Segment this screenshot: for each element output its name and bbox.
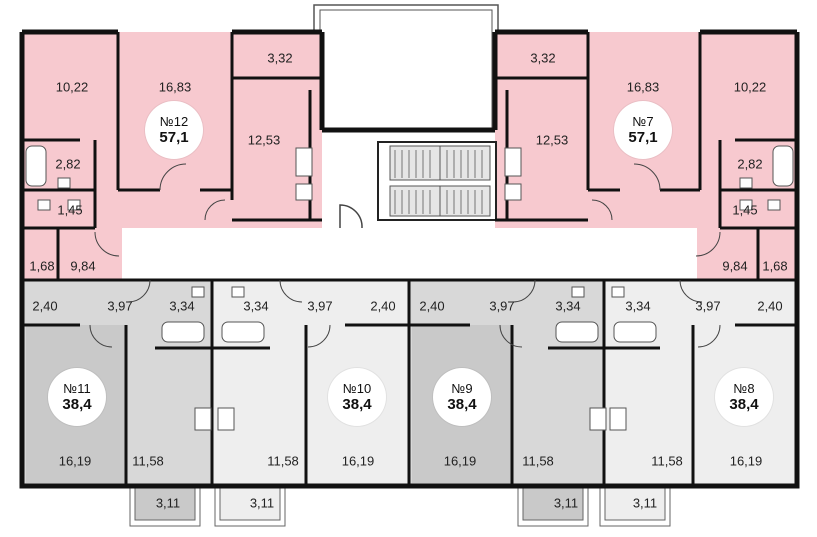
apartment-badge-7[interactable]: №7 57,1 bbox=[614, 101, 672, 159]
apartment-number: №7 bbox=[632, 114, 654, 129]
room-area-label: 3,34 bbox=[625, 298, 651, 314]
apartment-total-area: 57,1 bbox=[628, 129, 658, 146]
apartment-badge-11[interactable]: №11 38,4 bbox=[48, 368, 106, 426]
room-area-label: 10,22 bbox=[733, 79, 767, 95]
apartment-total-area: 57,1 bbox=[159, 129, 189, 146]
room-area-label: 16,83 bbox=[626, 79, 660, 95]
room-area-label: 11,58 bbox=[651, 453, 683, 469]
apartment-number: №8 bbox=[733, 381, 755, 396]
room-area-label: 16,19 bbox=[58, 453, 92, 469]
room-area-label: 3,32 bbox=[530, 50, 556, 66]
room-area-label: 1,68 bbox=[29, 258, 55, 274]
room-area-label: 10,22 bbox=[55, 79, 89, 95]
room-area-label: 16,19 bbox=[341, 453, 375, 469]
apartment-number: №11 bbox=[63, 381, 91, 396]
apartment-total-area: 38,4 bbox=[62, 396, 92, 413]
room-area-label: 3,11 bbox=[553, 495, 579, 511]
corridor bbox=[122, 228, 697, 280]
room-area-label: 3,32 bbox=[267, 50, 293, 66]
room-area-label: 3,97 bbox=[489, 298, 515, 314]
sink-icons bbox=[37, 177, 781, 298]
room-area-label: 1,68 bbox=[762, 258, 788, 274]
apartment-total-area: 38,4 bbox=[342, 396, 372, 413]
bathtub-icons bbox=[25, 145, 794, 343]
room-area-label: 12,53 bbox=[535, 132, 569, 148]
room-area-label: 11,58 bbox=[522, 453, 554, 469]
room-area-label: 11,58 bbox=[132, 453, 164, 469]
apartment-number: №10 bbox=[342, 381, 372, 396]
room-area-label: 2,82 bbox=[737, 156, 763, 172]
apartment-9-area bbox=[409, 280, 604, 521]
room-area-label: 3,97 bbox=[695, 298, 721, 314]
room-area-label: 11,58 bbox=[267, 453, 299, 469]
apartment-badge-9[interactable]: №9 38,4 bbox=[433, 368, 491, 426]
stove-icons bbox=[194, 147, 627, 431]
room-area-label: 1,45 bbox=[732, 202, 758, 218]
room-area-label: 9,84 bbox=[722, 258, 748, 274]
room-area-label: 2,40 bbox=[370, 298, 396, 314]
room-area-label: 16,83 bbox=[158, 79, 192, 95]
room-area-label: 2,40 bbox=[757, 298, 783, 314]
room-area-label: 16,19 bbox=[443, 453, 477, 469]
apartment-badge-10[interactable]: №10 38,4 bbox=[328, 368, 386, 426]
room-area-label: 3,11 bbox=[249, 495, 275, 511]
room-area-label: 3,11 bbox=[632, 495, 658, 511]
room-area-label: 16,19 bbox=[729, 453, 763, 469]
room-area-label: 3,97 bbox=[307, 298, 333, 314]
room-area-label: 3,34 bbox=[243, 298, 269, 314]
door-swings bbox=[89, 163, 721, 348]
apartment-total-area: 38,4 bbox=[447, 396, 477, 413]
apartment-total-area: 38,4 bbox=[729, 396, 759, 413]
room-area-label: 12,53 bbox=[247, 132, 281, 148]
room-area-label: 3,11 bbox=[155, 495, 181, 511]
room-area-label: 1,45 bbox=[57, 202, 83, 218]
room-area-label: 9,84 bbox=[70, 258, 96, 274]
room-area-label: 2,40 bbox=[419, 298, 445, 314]
room-area-label: 2,40 bbox=[32, 298, 58, 314]
stair-core bbox=[322, 130, 497, 229]
apartment-number: №9 bbox=[451, 381, 473, 396]
room-area-label: 3,34 bbox=[169, 298, 195, 314]
interior-walls bbox=[22, 32, 797, 486]
room-area-label: 3,97 bbox=[107, 298, 133, 314]
apartment-number: №12 bbox=[159, 114, 189, 129]
room-area-label: 3,34 bbox=[555, 298, 581, 314]
room-area-label: 2,82 bbox=[55, 156, 81, 172]
apartment-badge-8[interactable]: №8 38,4 bbox=[715, 368, 773, 426]
apartment-badge-12[interactable]: №12 57,1 bbox=[145, 101, 203, 159]
